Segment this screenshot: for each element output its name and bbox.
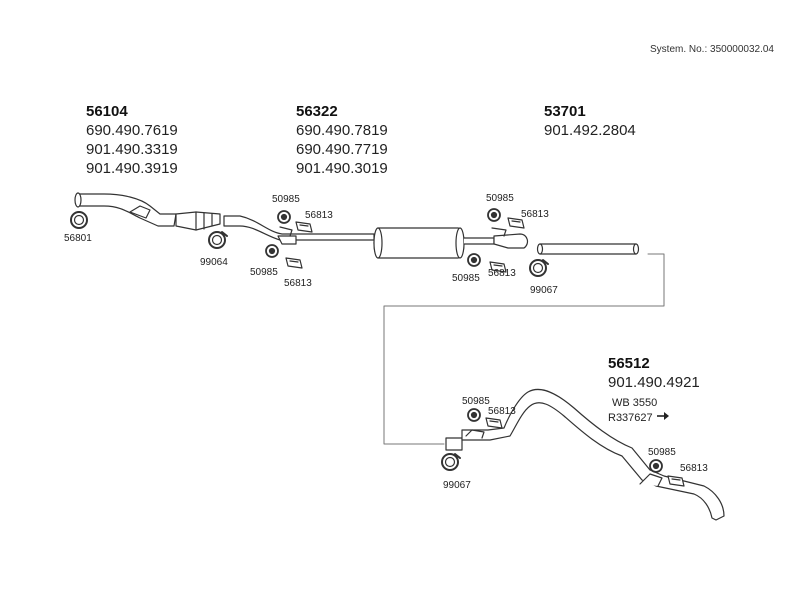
bracket-56813-f [667,475,685,487]
bracket-56813-b [285,257,303,269]
part-label-50985: 50985 [250,267,278,278]
part-number: 901.490.3319 [86,141,178,158]
group-title: 56104 [86,103,128,120]
intermediate-pipe [536,243,640,255]
bracket-56813-c [491,217,525,237]
group-56512: 56512 901.490.4921 [608,354,700,392]
clamp-56801 [70,211,88,229]
part-label-50985: 50985 [272,194,300,205]
clamp-99064 [208,231,228,249]
part-label-50985: 50985 [486,193,514,204]
group-53701: 53701 901.492.2804 [544,102,636,140]
part-label-50985: 50985 [648,447,676,458]
part-number: 690.490.7719 [296,141,388,158]
clamp-99067-a [529,259,549,277]
hanger-50985-c [487,208,501,222]
connection-line [383,253,665,445]
group-title: 56322 [296,103,338,120]
bracket-56813-e [485,417,503,429]
part-label-56801: 56801 [64,233,92,244]
part-number: 901.490.3019 [296,160,388,177]
part-label-56813: 56813 [680,463,708,474]
group-56104: 56104 690.490.7619 901.490.3319 901.490.… [86,102,178,178]
part-label-99067: 99067 [530,285,558,296]
hanger-50985-a [277,210,291,224]
bracket-56813-d [489,261,507,273]
hanger-50985-b [265,244,279,258]
muffler-53701 [373,227,529,259]
hanger-50985-d [467,253,481,267]
hanger-50985-f [649,459,663,473]
note-wb: WB 3550 [612,397,658,409]
part-number: 901.492.2804 [544,122,636,139]
part-number: 690.490.7819 [296,122,388,139]
part-number: 901.490.3919 [86,160,178,177]
hanger-50985-e [467,408,481,422]
group-56322: 56322 690.490.7819 690.490.7719 901.490.… [296,102,388,178]
arrow-right-icon [656,411,670,425]
part-label-50985: 50985 [452,273,480,284]
part-label-56813: 56813 [488,268,516,279]
part-number: 901.490.4921 [608,374,700,391]
group-title: 53701 [544,103,586,120]
part-label-56813: 56813 [488,406,516,417]
system-number: System. No.: 350000032.04 [650,44,774,55]
rear-pipe-56512 [445,388,725,521]
part-label-56813: 56813 [284,278,312,289]
part-label-99067: 99067 [443,480,471,491]
note-r-number: R337627 [608,411,670,425]
front-pipe-56104 [74,192,221,231]
part-label-50985: 50985 [462,396,490,407]
group-title: 56512 [608,355,650,372]
bracket-56813-a [295,221,313,233]
part-label-99064: 99064 [200,257,228,268]
part-label-56813: 56813 [305,210,333,221]
part-number: 690.490.7619 [86,122,178,139]
clamp-99067-b [441,453,461,471]
note-r-text: R337627 [608,412,653,424]
part-label-56813: 56813 [521,209,549,220]
